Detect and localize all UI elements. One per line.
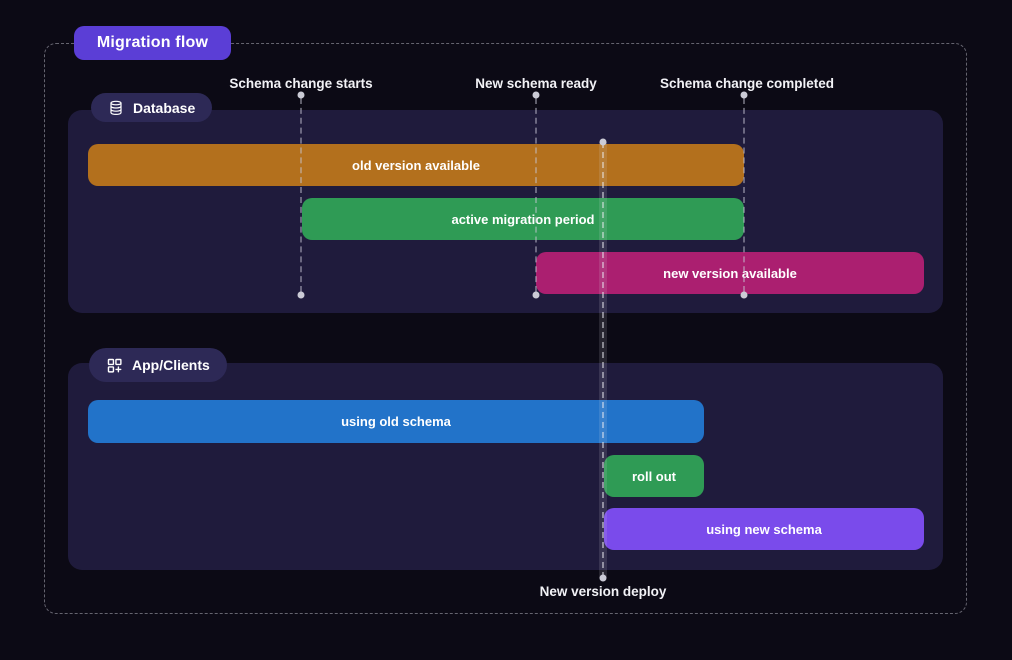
guide-dot bbox=[297, 91, 305, 99]
app-clients-badge-label: App/Clients bbox=[132, 357, 210, 373]
guide-line-schema-change-starts bbox=[300, 98, 302, 292]
guide-line-new-version-deploy bbox=[599, 142, 607, 578]
marker-label-new-version-deploy: New version deploy bbox=[539, 584, 667, 599]
bar-label: new version available bbox=[663, 265, 797, 281]
app-clients-badge: App/Clients bbox=[89, 348, 227, 382]
database-icon bbox=[108, 100, 124, 116]
bar-roll-out: roll out bbox=[604, 455, 704, 497]
guide-line-new-schema-ready bbox=[535, 98, 537, 292]
bar-label: active migration period bbox=[451, 211, 595, 227]
database-badge: Database bbox=[91, 93, 213, 122]
apps-add-icon bbox=[106, 357, 123, 374]
guide-line-schema-change-completed bbox=[743, 98, 745, 292]
bar-new-version-available: new version available bbox=[536, 252, 924, 294]
bar-old-version-available: old version available bbox=[88, 144, 744, 186]
guide-dot bbox=[532, 291, 540, 299]
bar-label: using new schema bbox=[706, 521, 822, 537]
bar-using-new-schema: using new schema bbox=[604, 508, 924, 550]
diagram-frame bbox=[44, 43, 967, 614]
bar-active-migration-period: active migration period bbox=[302, 198, 744, 240]
marker-label-new-schema-ready: New schema ready bbox=[475, 76, 597, 91]
bar-label: roll out bbox=[631, 468, 677, 484]
database-badge-label: Database bbox=[133, 99, 196, 116]
bar-using-old-schema: using old schema bbox=[88, 400, 704, 443]
guide-dot bbox=[740, 291, 748, 299]
diagram-title-badge: Migration flow bbox=[74, 26, 231, 60]
bar-label: old version available bbox=[352, 157, 480, 173]
diagram-title: Migration flow bbox=[96, 34, 209, 51]
bar-label: using old schema bbox=[341, 414, 451, 429]
guide-dot bbox=[599, 574, 607, 582]
marker-label-schema-change-completed: Schema change completed bbox=[659, 76, 835, 91]
guide-dot bbox=[297, 291, 305, 299]
marker-label-schema-change-starts: Schema change starts bbox=[229, 76, 373, 91]
guide-dot bbox=[532, 91, 540, 99]
guide-dot bbox=[740, 91, 748, 99]
guide-dot bbox=[599, 138, 607, 146]
